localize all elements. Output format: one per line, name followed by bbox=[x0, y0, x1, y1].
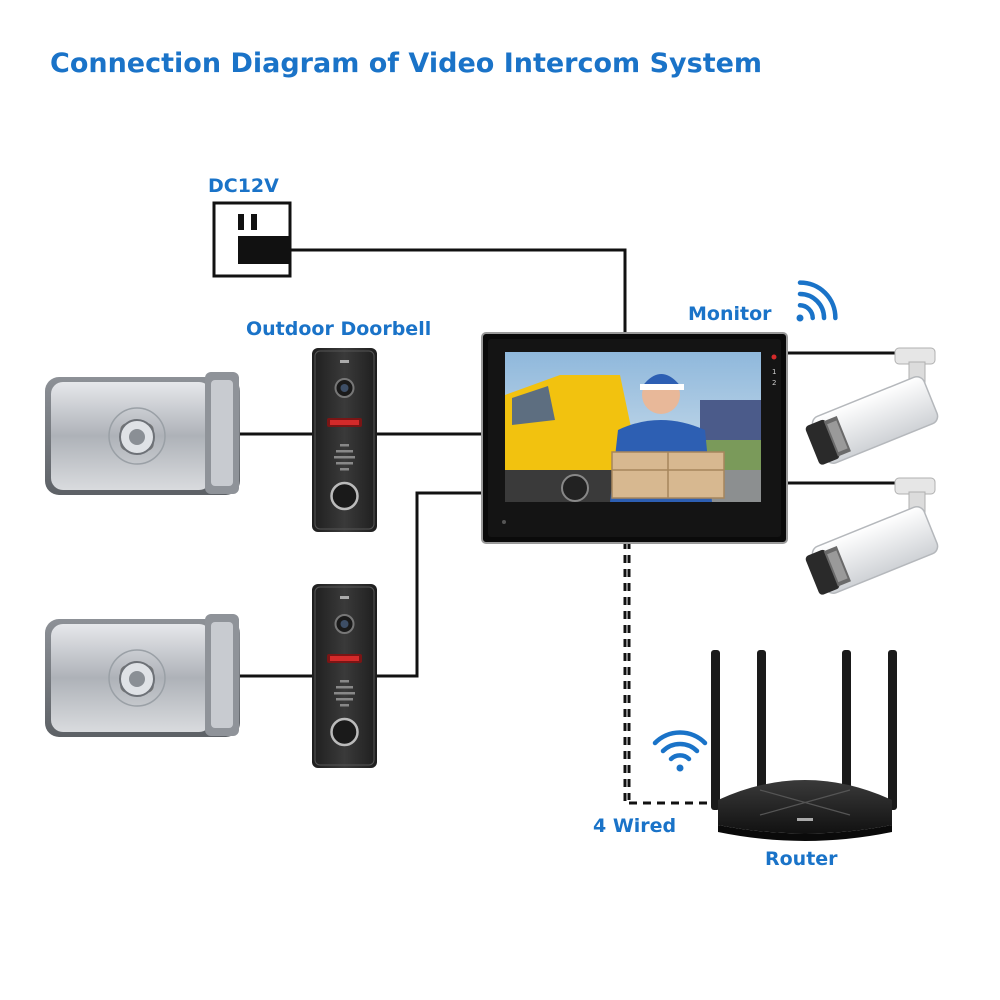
diagram-title: Connection Diagram of Video Intercom Sys… bbox=[50, 48, 762, 79]
router-icon bbox=[711, 650, 897, 841]
monitor-icon: 1 2 bbox=[481, 332, 788, 544]
wire-monitor-to-router-2 bbox=[623, 541, 740, 805]
mic-icon bbox=[502, 520, 506, 524]
wire-power-to-monitor bbox=[290, 248, 627, 333]
power-led-icon bbox=[771, 354, 777, 360]
electric-lock-icon bbox=[45, 372, 240, 495]
electric-lock-icon bbox=[45, 614, 240, 737]
cctv-camera-icon bbox=[805, 347, 939, 465]
power-outlet-icon bbox=[212, 201, 292, 278]
power-label: DC12V bbox=[208, 175, 279, 197]
wifi-icon bbox=[796, 280, 838, 322]
wires bbox=[237, 248, 905, 805]
wire-doorbell2-to-monitor bbox=[377, 491, 485, 678]
monitor-indicator-1: 1 bbox=[772, 368, 776, 376]
doorbell-icon bbox=[312, 584, 377, 768]
wired-label: 4 Wired bbox=[593, 815, 676, 837]
wifi-icon bbox=[652, 730, 708, 772]
doorbell-label: Outdoor Doorbell bbox=[246, 318, 431, 340]
monitor-indicator-2: 2 bbox=[772, 379, 776, 387]
doorbell-icon bbox=[312, 348, 377, 532]
monitor-label: Monitor bbox=[688, 303, 772, 325]
cctv-camera-icon bbox=[805, 477, 939, 595]
monitor-screen bbox=[505, 352, 761, 502]
router-label: Router bbox=[765, 848, 838, 870]
